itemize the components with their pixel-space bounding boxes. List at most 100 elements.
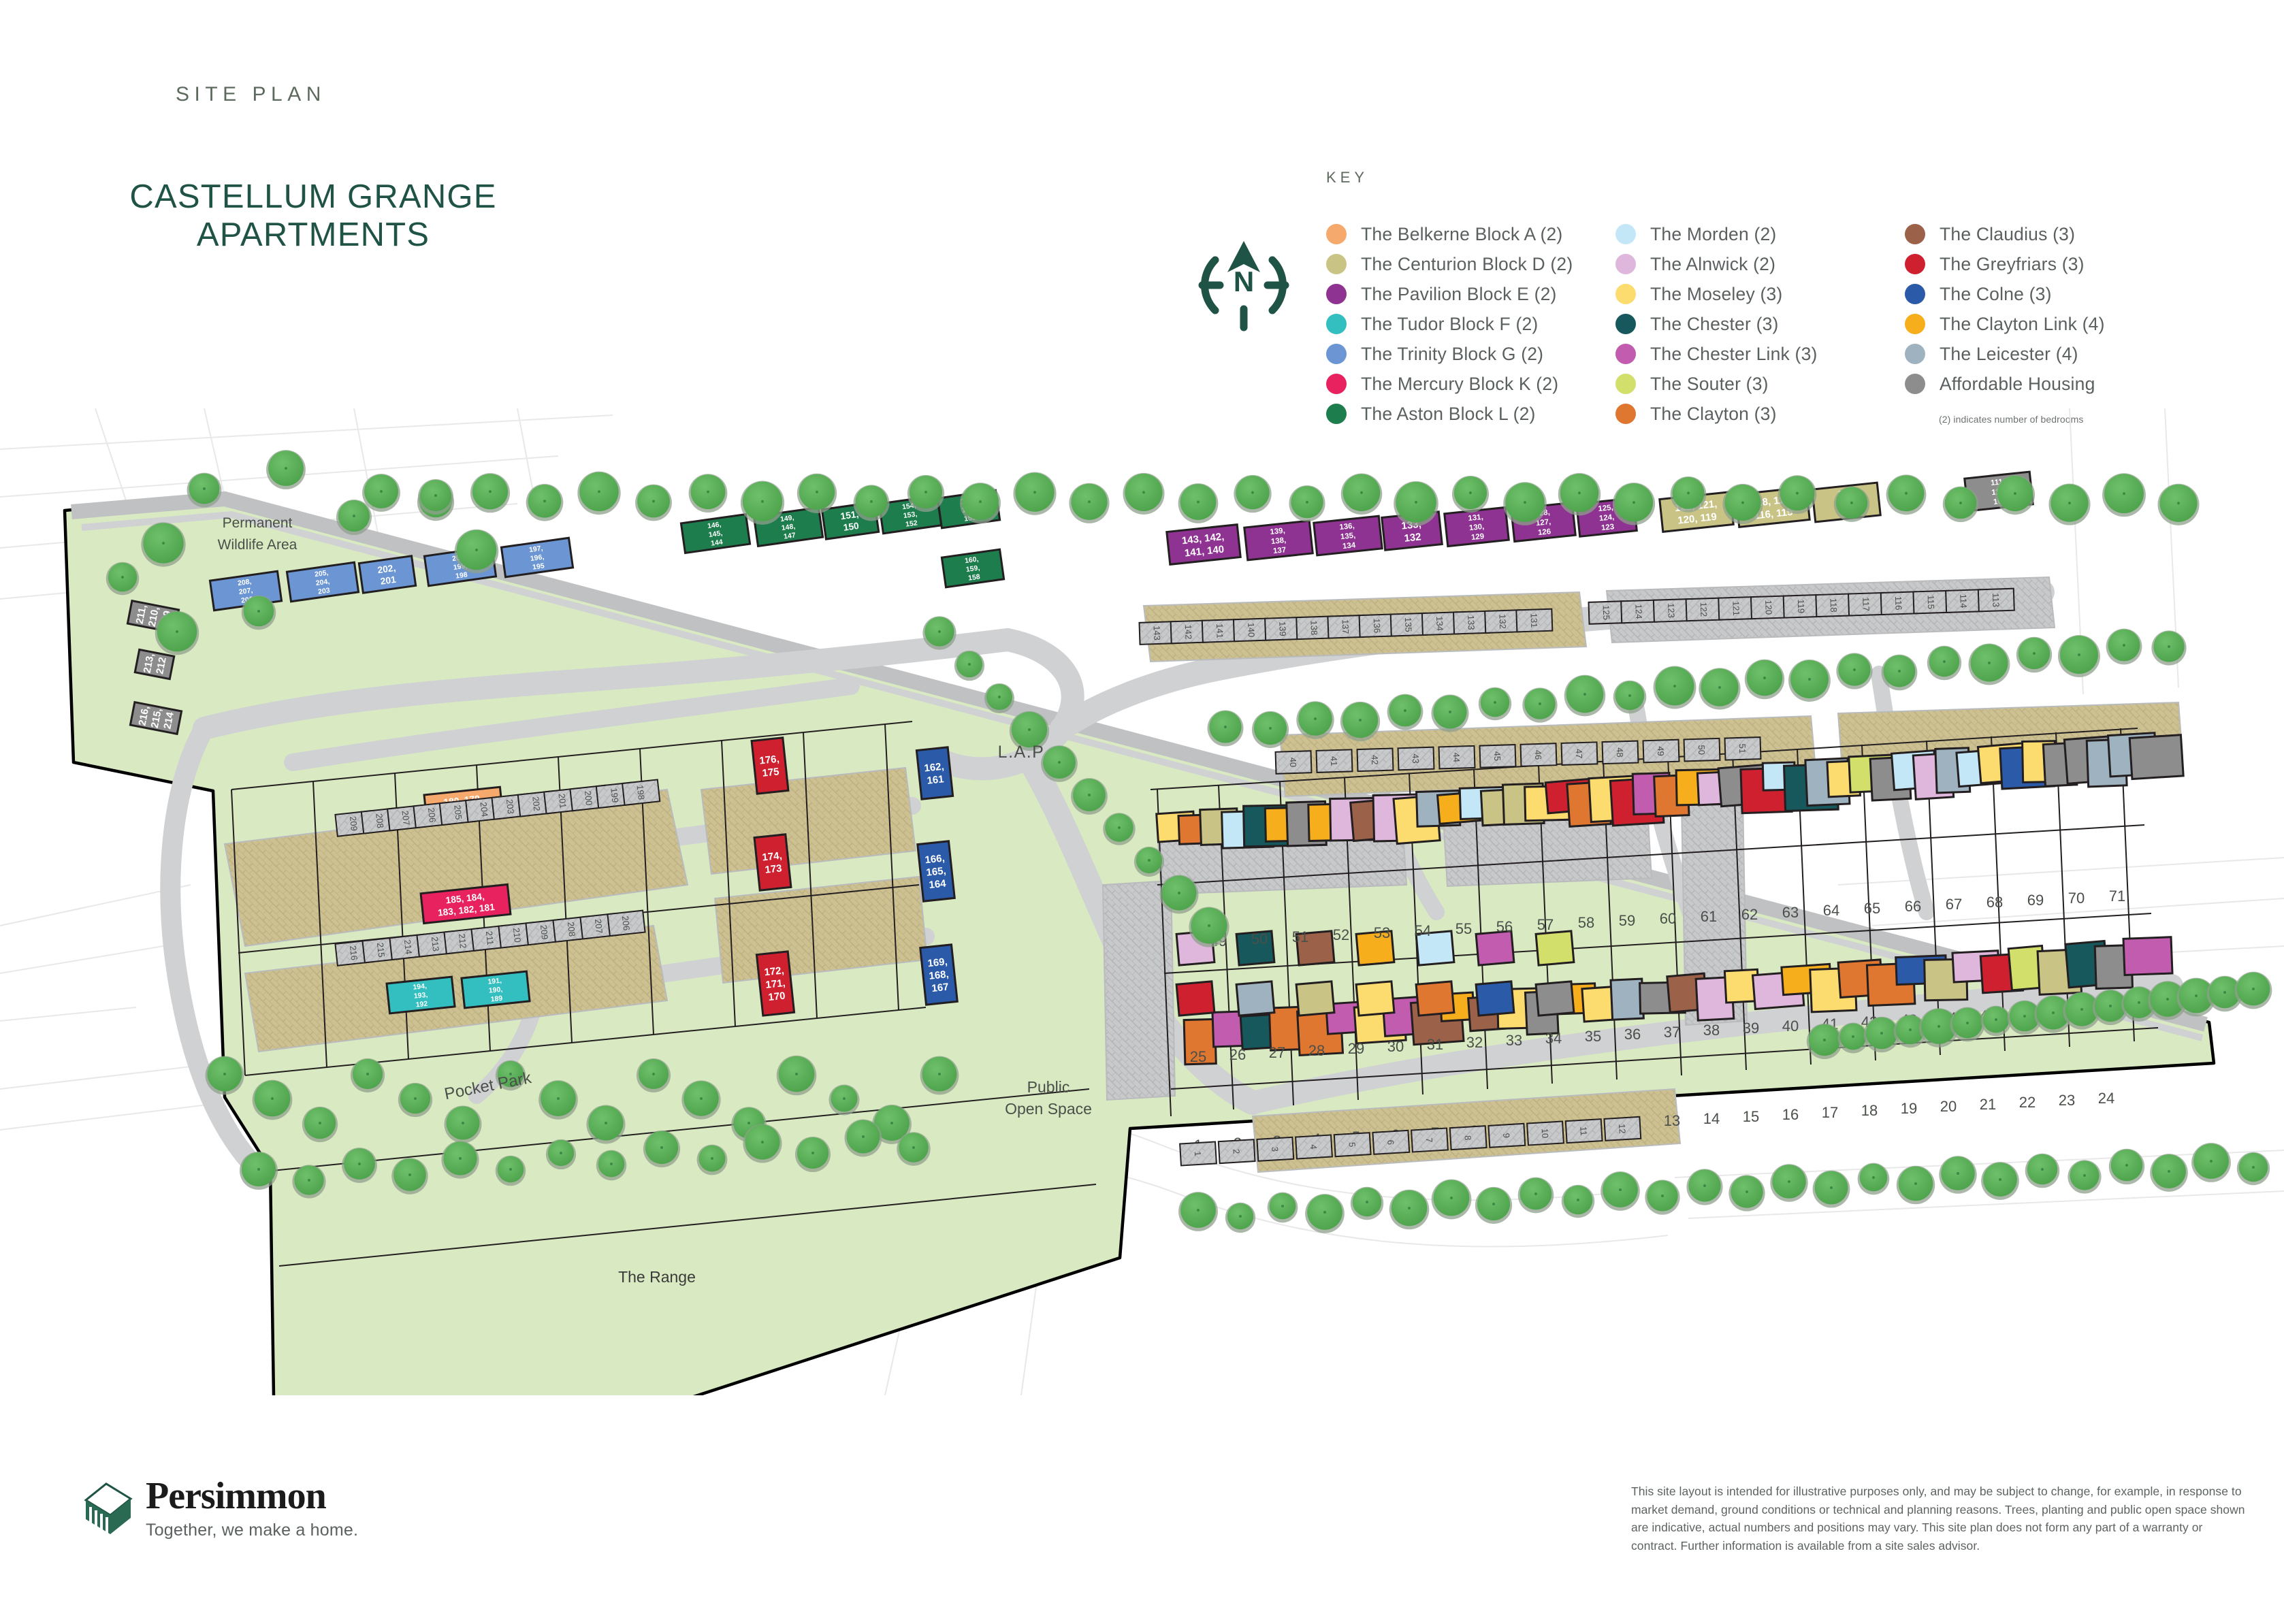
parking-bay-number: 116 [1893, 596, 1904, 611]
parking-bay: 10 [1526, 1120, 1564, 1146]
parking-bay-number: 209 [538, 924, 550, 940]
parking-bay: 114 [1945, 589, 1983, 613]
parking-bay-number: 40 [1288, 758, 1298, 768]
key-item[interactable]: The Souter (3) [1615, 369, 1905, 399]
tree-icon [2058, 635, 2100, 677]
map-canvas[interactable]: 211,210,209213,212216,215,214208,207,206… [0, 408, 2284, 1535]
house-footprint[interactable] [1235, 930, 1276, 967]
key-item-label: The Clayton Link (4) [1940, 313, 2105, 334]
apartment-block[interactable]: 146,145,144 [679, 513, 752, 555]
key-item[interactable]: The Pavilion Block E (2) [1326, 279, 1615, 309]
tree-icon [1189, 907, 1229, 947]
key-item[interactable]: The Moseley (3) [1615, 279, 1905, 309]
parking-bay: 125 [1588, 600, 1626, 625]
apartment-block[interactable]: 136,135,134 [1313, 515, 1383, 557]
key-item[interactable]: The Trinity Block G (2) [1326, 339, 1615, 369]
apartment-block[interactable]: 169,168,167 [919, 943, 959, 1006]
apartment-block[interactable]: 176,175 [750, 736, 790, 795]
apartment-plot-numbers: 189 [490, 995, 503, 1004]
tree-icon [266, 450, 306, 489]
key-item[interactable]: The Alnwick (2) [1615, 249, 1905, 279]
tree-icon [205, 1056, 244, 1095]
apartment-block[interactable]: 143, 142,141, 140 [1165, 523, 1242, 566]
apartment-block[interactable]: 185, 184,183, 182, 181 [419, 883, 512, 925]
key-item[interactable]: The Belkerne Block A (2) [1326, 219, 1615, 249]
apartment-plot-numbers: 158 [968, 573, 981, 582]
apartment-plot-numbers: 207, [238, 587, 253, 596]
tree-icon [2034, 995, 2072, 1033]
key-item[interactable]: Affordable Housing [1905, 369, 2177, 399]
apartment-block[interactable]: 213,212 [133, 648, 176, 681]
key-item-label: The Centurion Block D (2) [1361, 253, 1573, 274]
tree-icon [1770, 1164, 1808, 1202]
apartment-block[interactable]: 131,130,129 [1443, 506, 1510, 548]
apartment-block[interactable]: 166,165,164 [916, 840, 956, 903]
tree-icon [398, 1082, 433, 1118]
plot-number: 63 [1782, 904, 1799, 921]
tree-icon [1296, 701, 1334, 739]
house-footprint[interactable] [1415, 930, 1455, 967]
house-footprint[interactable] [1534, 930, 1575, 967]
key-item-label: The Greyfriars (3) [1940, 253, 2085, 274]
house-footprint[interactable] [1534, 980, 1575, 1017]
house-footprint[interactable] [1295, 930, 1336, 967]
apartment-block[interactable]: 174,173 [753, 833, 792, 892]
plot-number: 52 [1333, 926, 1349, 943]
site-plan-map[interactable]: 211,210,209213,212216,215,214208,207,206… [0, 408, 2284, 1535]
house-footprints[interactable] [1155, 732, 2185, 1066]
tree-icon [2108, 1148, 2145, 1185]
house-footprint[interactable] [1235, 980, 1276, 1017]
tree-icon [470, 473, 511, 513]
parking-bay-number: 42 [1370, 755, 1380, 765]
key-swatch-icon [1905, 284, 1925, 304]
plot-number: 36 [1624, 1026, 1641, 1043]
key-item[interactable]: The Claudius (3) [1905, 219, 2177, 249]
house-footprint[interactable] [1415, 980, 1455, 1017]
apartment-block[interactable]: 160,159,158 [940, 548, 1006, 589]
tree-icon [1178, 1192, 1218, 1231]
apartment-block[interactable]: 191,190,189 [460, 970, 531, 1009]
house-footprint[interactable] [2128, 734, 2185, 781]
parking-bay: 119 [1782, 594, 1820, 619]
key-item[interactable]: The Clayton Link (4) [1905, 309, 2177, 339]
key-item[interactable]: The Clayton (3) [1615, 399, 1905, 429]
apartment-block[interactable]: 202,201 [357, 555, 417, 594]
apartment-block[interactable]: 139,138,137 [1243, 519, 1314, 562]
key-item[interactable]: The Tudor Block F (2) [1326, 309, 1615, 339]
apartment-plot-numbers: 160, [965, 556, 980, 566]
key-item[interactable]: The Centurion Block D (2) [1326, 249, 1615, 279]
tree-icon [1561, 1184, 1595, 1218]
apartment-block[interactable]: 197,196,195 [500, 536, 575, 579]
apartment-block[interactable]: 205,204,203 [285, 561, 360, 603]
tree-icon [681, 1080, 721, 1120]
key-item[interactable]: The Greyfriars (3) [1905, 249, 2177, 279]
house-footprint[interactable] [1355, 980, 1396, 1017]
apartment-block[interactable]: 172,171,170 [755, 950, 796, 1017]
key-item[interactable]: The Morden (2) [1615, 219, 1905, 249]
house-footprint[interactable] [1175, 980, 1216, 1017]
house-footprint[interactable] [1475, 980, 1515, 1017]
apartment-plot-numbers: 149, [780, 515, 795, 524]
plot-number: 57 [1537, 916, 1554, 933]
house-footprint[interactable] [1475, 930, 1515, 967]
parking-bay-number: 208 [374, 813, 385, 828]
tree-icon [1305, 1194, 1345, 1233]
house-footprint[interactable] [2122, 936, 2174, 977]
tree-icon [1009, 711, 1050, 751]
apartment-plot-numbers: 124, [1598, 513, 1614, 523]
house-footprint[interactable] [1609, 977, 1645, 1021]
apartment-block[interactable]: 216,215,214 [129, 700, 183, 736]
house-footprint[interactable] [1355, 930, 1396, 967]
tree-icon [292, 1165, 326, 1199]
apartment-block[interactable]: 194,193,192 [385, 975, 456, 1015]
key-item[interactable]: The Colne (3) [1905, 279, 2177, 309]
key-item[interactable]: The Leicester (4) [1905, 339, 2177, 369]
key-item[interactable]: The Mercury Block K (2) [1326, 369, 1615, 399]
parking-bay: 137 [1327, 614, 1365, 639]
key-item[interactable]: The Aston Block L (2) [1326, 399, 1615, 429]
tree-icon [1207, 710, 1244, 747]
key-item[interactable]: The Chester Link (3) [1615, 339, 1905, 369]
key-item[interactable]: The Chester (3) [1615, 309, 1905, 339]
apartment-block[interactable]: 162,161 [915, 746, 954, 800]
house-footprint[interactable] [1295, 980, 1336, 1017]
